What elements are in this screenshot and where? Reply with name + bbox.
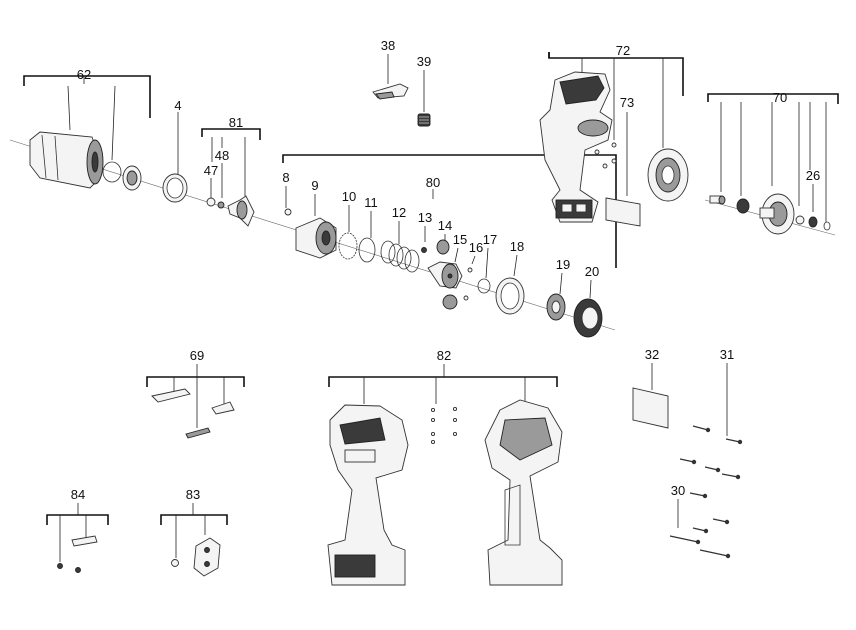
group-84: 84 <box>46 487 109 573</box>
label-39: 39 <box>417 54 431 69</box>
part-11 <box>358 237 376 263</box>
label-70: 70 <box>773 90 787 105</box>
part-19-bearing <box>546 293 566 321</box>
group-69: 69 <box>146 348 245 439</box>
label-84: 84 <box>71 487 85 502</box>
label-10: 10 <box>342 189 356 204</box>
label-4: 4 <box>174 98 181 113</box>
group-82: 82 <box>327 348 563 586</box>
part-72-switch-module <box>539 71 613 223</box>
label-16: 16 <box>469 240 483 255</box>
label-81: 81 <box>229 115 243 130</box>
part-70-bearing <box>736 198 750 214</box>
part-84-clip <box>71 535 98 547</box>
bracket-70 <box>707 93 839 104</box>
part-8 <box>284 208 292 216</box>
label-47: 47 <box>204 163 218 178</box>
label-8: 8 <box>282 170 289 185</box>
group-70: 70 26 <box>707 90 839 235</box>
label-72: 72 <box>616 43 630 58</box>
part-18-ring-gear <box>495 277 525 315</box>
part-72-stator <box>647 148 689 202</box>
part-69-b <box>211 401 235 415</box>
label-15: 15 <box>453 232 467 247</box>
bracket-83 <box>160 514 228 525</box>
part-47 <box>206 197 216 207</box>
part-14 <box>436 239 450 255</box>
part-17 <box>477 278 491 294</box>
part-32: 32 <box>632 347 669 429</box>
group-62: 62 <box>23 67 151 191</box>
label-82: 82 <box>437 348 451 363</box>
group-72: 72 73 <box>539 43 689 227</box>
bracket-69 <box>146 376 245 387</box>
part-4: 4 <box>162 98 188 203</box>
label-62: 62 <box>77 67 91 82</box>
label-13: 13 <box>418 210 432 225</box>
part-30-screws: 30 <box>669 483 731 559</box>
part-12-spring <box>380 240 420 273</box>
part-26 <box>808 216 818 228</box>
label-14: 14 <box>438 218 452 233</box>
label-31: 31 <box>720 347 734 362</box>
part-39: 39 <box>417 54 431 127</box>
label-19: 19 <box>556 257 570 272</box>
bracket-82 <box>328 376 558 387</box>
group-81: 81 48 47 <box>201 115 261 227</box>
part-16 <box>467 267 473 273</box>
bracket-84 <box>46 514 109 525</box>
part-82-housing-left <box>327 404 409 586</box>
part-69-c <box>185 427 211 439</box>
part-13 <box>421 247 427 253</box>
bracket-62 <box>23 75 151 118</box>
part-82-housing-right <box>484 399 563 586</box>
part-81-anvil <box>227 195 255 227</box>
part-20-gear <box>573 298 603 338</box>
part-front-housing <box>29 131 104 189</box>
part-70-shaft <box>709 195 726 205</box>
label-11: 11 <box>364 195 378 210</box>
label-18: 18 <box>510 239 524 254</box>
part-73-pad <box>605 197 641 227</box>
part-83-hook <box>193 537 221 577</box>
part-31-screws: 31 <box>679 347 743 534</box>
label-26: 26 <box>806 168 820 183</box>
part-48 <box>217 201 225 209</box>
part-15-spindle <box>427 261 463 289</box>
label-38: 38 <box>381 38 395 53</box>
part-ring-62 <box>102 161 122 183</box>
label-20: 20 <box>585 264 599 279</box>
label-32: 32 <box>645 347 659 362</box>
part-9-hammer <box>295 217 337 259</box>
group-83: 83 <box>160 487 228 577</box>
label-17: 17 <box>483 232 497 247</box>
part-70-rotor <box>759 193 795 235</box>
part-15-gear <box>442 294 458 310</box>
part-69-a <box>151 388 191 403</box>
label-80: 80 <box>426 175 440 190</box>
part-10 <box>338 232 358 260</box>
part-spring-62 <box>122 165 142 191</box>
label-30: 30 <box>671 483 685 498</box>
label-9: 9 <box>311 178 318 193</box>
label-12: 12 <box>392 205 406 220</box>
part-38: 38 <box>372 38 409 100</box>
label-69: 69 <box>190 348 204 363</box>
bracket-81 <box>201 128 261 140</box>
label-83: 83 <box>186 487 200 502</box>
label-73: 73 <box>620 95 634 110</box>
label-48: 48 <box>215 148 229 163</box>
